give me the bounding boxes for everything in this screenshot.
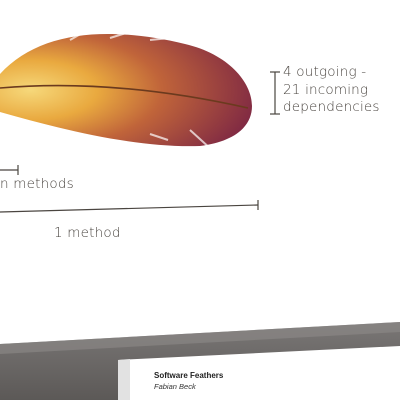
card-author: Fabian Beck (154, 382, 196, 391)
methods-label-a: n methods (0, 176, 74, 192)
methods-ruler-b (0, 200, 259, 213)
paper-card (118, 346, 400, 400)
methods-label-b: 1 method (54, 225, 121, 241)
dependency-line-3: dependencies (283, 99, 380, 115)
card-title: Software Feathers (154, 371, 224, 380)
feather (0, 31, 252, 151)
dependency-label: 4 outgoing - 21 incoming dependencies (283, 64, 380, 117)
dependency-line-2: 21 incoming (283, 81, 369, 98)
dependency-line-1: 4 outgoing - (283, 64, 367, 80)
feather-shaft (0, 84, 249, 109)
methods-ruler-a (0, 165, 19, 175)
dependency-bracket (270, 71, 280, 115)
